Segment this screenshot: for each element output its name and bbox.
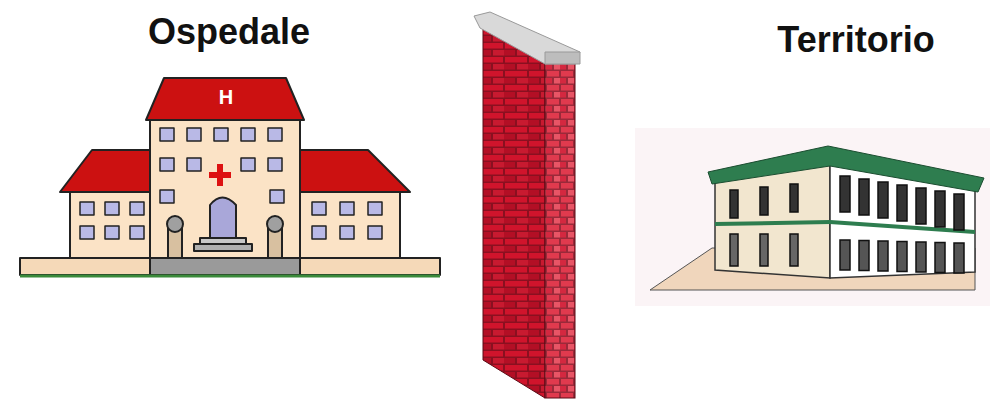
window (897, 185, 907, 221)
building-illustration (635, 128, 990, 306)
hospital-sign: H (219, 86, 233, 108)
window (730, 234, 738, 266)
window (730, 190, 738, 218)
window (130, 202, 144, 215)
window (368, 202, 382, 215)
window (790, 234, 798, 266)
window (80, 226, 94, 239)
window (268, 158, 282, 171)
window (954, 194, 964, 230)
window (859, 179, 869, 215)
window (270, 190, 284, 203)
window (935, 243, 945, 273)
window (840, 240, 850, 270)
window (80, 202, 94, 215)
brick-wall (474, 12, 580, 398)
window (187, 158, 201, 171)
window (916, 188, 926, 224)
window (840, 176, 850, 212)
window (130, 226, 144, 239)
window (368, 226, 382, 239)
window (241, 128, 255, 141)
territory-heading: Territorio (777, 20, 934, 60)
window (160, 128, 174, 141)
window (760, 234, 768, 266)
window (160, 190, 174, 203)
window (916, 242, 926, 272)
window (160, 158, 174, 171)
window (760, 187, 768, 215)
window (897, 242, 907, 272)
window (312, 202, 326, 215)
hospital-heading: Ospedale (148, 12, 310, 52)
window (790, 184, 798, 212)
window (241, 158, 255, 171)
window (214, 128, 228, 141)
window (105, 202, 119, 215)
window (312, 226, 326, 239)
hospital-illustration (20, 78, 440, 276)
window (954, 243, 964, 273)
window (268, 128, 282, 141)
window (859, 241, 869, 271)
window (878, 182, 888, 218)
window (935, 191, 945, 227)
window (878, 241, 888, 271)
window (340, 226, 354, 239)
window (340, 202, 354, 215)
window (105, 226, 119, 239)
window (187, 128, 201, 141)
